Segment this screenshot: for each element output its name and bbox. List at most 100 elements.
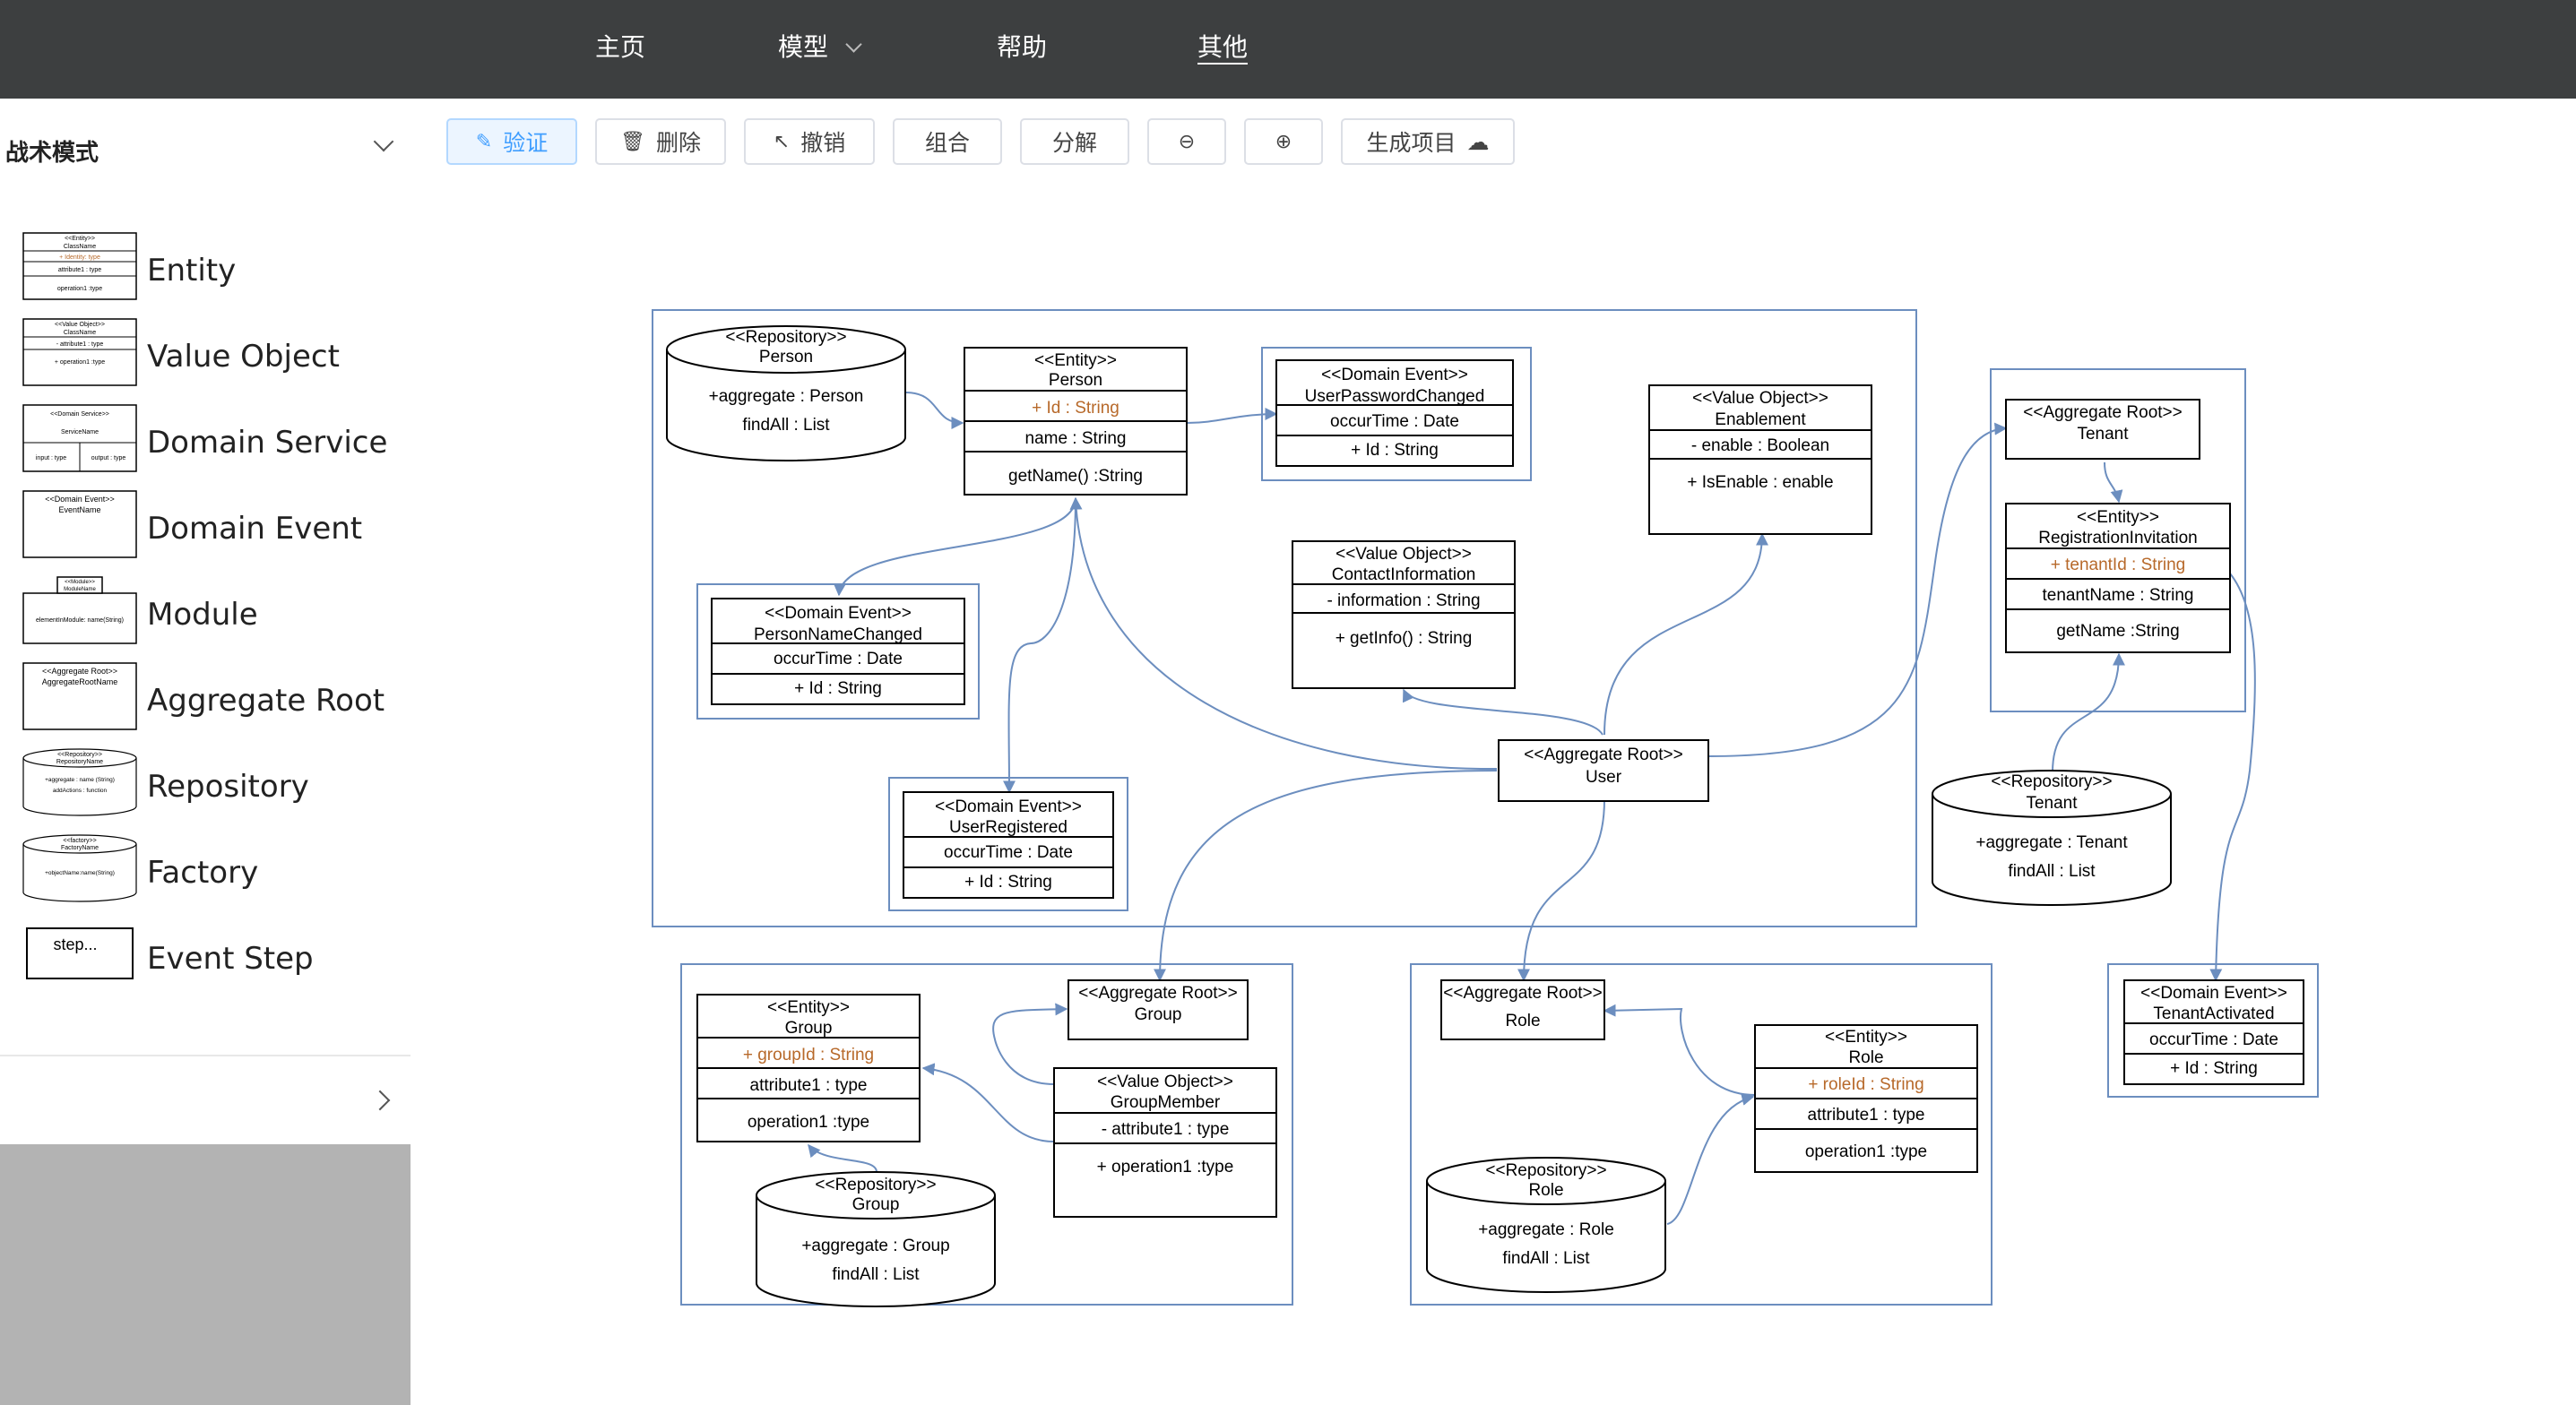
module-tenant-container[interactable]	[1990, 368, 2246, 712]
uml-text: Tenant	[2077, 425, 2129, 444]
repository-person[interactable]: <<Repository>> Person +aggregate : Perso…	[666, 325, 906, 461]
uml-text: Group	[852, 1195, 900, 1214]
ungroup-label: 分解	[1051, 130, 1097, 156]
entity-group[interactable]: <<Entity>> Group + groupId : String attr…	[696, 994, 921, 1142]
palette-item-domain-service[interactable]: <<Domain Service>> ServiceName input : t…	[22, 403, 398, 477]
uml-text: +aggregate : Person	[709, 387, 864, 406]
group-button[interactable]: 组合	[893, 118, 1002, 165]
cloud-upload-icon: ☁	[1466, 128, 1490, 155]
uml-text: occurTime : Date	[944, 843, 1073, 862]
generate-project-button[interactable]: 生成项目☁	[1341, 118, 1515, 165]
uml-text: Enablement	[1715, 410, 1806, 429]
undo-button[interactable]: ↖撤销	[744, 118, 875, 165]
uml-text: operation1 :type	[748, 1113, 869, 1132]
zoom-out-button[interactable]: ⊖	[1147, 118, 1226, 165]
nav-help[interactable]: 帮助	[997, 32, 1048, 62]
thumb-text: attribute1 : type	[58, 267, 101, 273]
module-user-container[interactable]	[652, 309, 1917, 927]
palette-item-factory[interactable]: <<factory>> FactoryName +objectName:name…	[22, 833, 398, 907]
group-label: 组合	[924, 130, 970, 156]
uml-text: + Id : String	[964, 873, 1052, 892]
nav-other[interactable]: 其他	[1197, 32, 1249, 62]
palette-section-title[interactable]: 战术模式	[5, 140, 99, 167]
ungroup-button[interactable]: 分解	[1020, 118, 1129, 165]
zoom-in-button[interactable]: ⊕	[1244, 118, 1323, 165]
thumb-text: step...	[53, 935, 97, 953]
palette-item-domain-event[interactable]: <<Domain Event>> EventName Domain Event	[22, 489, 398, 563]
uml-text: operation1 :type	[1805, 1142, 1927, 1161]
delete-button[interactable]: 🗑删除	[595, 118, 726, 165]
uml-text: <<Aggregate Root>>	[1524, 746, 1682, 764]
module-role-container[interactable]	[1410, 963, 1993, 1306]
uml-text: - enable : Boolean	[1691, 436, 1829, 455]
uml-text: + tenantId : String	[2051, 556, 2186, 574]
uml-text: <<Domain Event>>	[2140, 984, 2287, 1003]
thumb-text: <<factory>>	[63, 838, 96, 844]
nav-home[interactable]: 主页	[595, 32, 646, 62]
repository-tenant[interactable]: <<Repository>> Tenant +aggregate : Tenan…	[1932, 770, 2172, 906]
palette-item-entity[interactable]: <<Entity>> ClassName + Identity: type at…	[22, 231, 398, 305]
palette-sidebar: 战术模式 <<Entity>> ClassName + Identity: ty…	[0, 99, 411, 1405]
domain-event-user-password-changed[interactable]: <<Domain Event>> UserPasswordChanged occ…	[1275, 359, 1514, 467]
aggregate-root-group[interactable]: <<Aggregate Root>> Group	[1068, 979, 1249, 1040]
uml-text: +aggregate : Group	[801, 1237, 949, 1255]
sidebar-collapsed-panel	[0, 1144, 411, 1405]
palette-item-value-object[interactable]: <<Value Object>> ClassName - attribute1 …	[22, 317, 398, 391]
thumb-text: operation1 :type	[57, 286, 102, 292]
thumb-text: ClassName	[64, 244, 96, 250]
uml-text: tenantName : String	[2043, 586, 2194, 605]
palette-item-aggregate-root[interactable]: <<Aggregate Root>> AggregateRootName Agg…	[22, 661, 398, 735]
thumb-text: <<Aggregate Root>>	[42, 667, 117, 676]
connectors	[808, 392, 2256, 1225]
entity-person[interactable]: <<Entity>> Person + Id : String name : S…	[964, 347, 1188, 496]
validate-button[interactable]: ✎验证	[446, 118, 577, 165]
edit-icon: ✎	[475, 130, 493, 153]
zoom-out-icon: ⊖	[1178, 130, 1196, 153]
zoom-in-icon: ⊕	[1275, 130, 1292, 153]
palette-item-repository[interactable]: <<Repository>> RepositoryName +aggregate…	[22, 747, 398, 821]
uml-text: - attribute1 : type	[1102, 1120, 1230, 1139]
uml-text: Person	[759, 348, 813, 366]
value-object-contact-information[interactable]: <<Value Object>> ContactInformation - in…	[1292, 540, 1516, 689]
repository-group[interactable]: <<Repository>> Group +aggregate : Group …	[756, 1171, 996, 1307]
module-group-container[interactable]	[680, 963, 1293, 1306]
domain-event-tenant-activated[interactable]: <<Domain Event>> TenantActivated occurTi…	[2123, 979, 2304, 1085]
entity-role[interactable]: <<Entity>> Role + roleId : String attrib…	[1754, 1024, 1978, 1173]
thumb-text: - attribute1 : type	[56, 341, 104, 348]
repository-role[interactable]: <<Repository>> Role +aggregate : Role fi…	[1426, 1157, 1666, 1293]
aggregate-root-tenant[interactable]: <<Aggregate Root>> Tenant	[2005, 399, 2200, 460]
uml-text: + IsEnable : enable	[1687, 473, 1833, 492]
thumb-text: <<Repository>>	[57, 752, 102, 758]
palette-item-module[interactable]: <<Module>> ModuleName elementInModule: n…	[22, 575, 398, 649]
palette-item-event-step[interactable]: step... Event Step	[22, 919, 398, 993]
uml-text: <<Repository>>	[725, 328, 846, 347]
value-object-enablement[interactable]: <<Value Object>> Enablement - enable : B…	[1648, 384, 1872, 535]
thumb-text: +objectName:name(String)	[45, 870, 115, 876]
uml-text: RegistrationInvitation	[2038, 529, 2197, 547]
module-tenant-event-container[interactable]	[2107, 963, 2319, 1098]
aggregate-root-shape-icon: <<Aggregate Root>> AggregateRootName	[22, 662, 137, 730]
uml-text: name : String	[1025, 429, 1127, 448]
value-object-shape-icon: <<Value Object>> ClassName - attribute1 …	[22, 318, 137, 386]
delete-label: 删除	[655, 130, 701, 156]
palette-item-label: Repository	[147, 769, 309, 805]
palette-item-label: Event Step	[147, 941, 314, 977]
uml-text: occurTime : Date	[1330, 412, 1459, 431]
thumb-text: addActions : function	[53, 788, 108, 794]
domain-event-person-name-changed[interactable]: <<Domain Event>> PersonNameChanged occur…	[711, 598, 965, 705]
value-object-group-member[interactable]: <<Value Object>> GroupMember - attribute…	[1053, 1067, 1277, 1218]
uml-text: + Id : String	[2170, 1059, 2258, 1078]
uml-text: UserRegistered	[949, 818, 1068, 837]
uml-text: <<Domain Event>>	[1321, 366, 1468, 384]
thumb-text: +aggregate : name (String)	[45, 777, 115, 783]
entity-registration-invitation[interactable]: <<Entity>> RegistrationInvitation + tena…	[2005, 503, 2231, 653]
aggregate-root-user[interactable]: <<Aggregate Root>> User	[1498, 739, 1709, 802]
domain-event-user-registered[interactable]: <<Domain Event>> UserRegistered occurTim…	[903, 791, 1114, 899]
uml-text: <<Entity>>	[1034, 351, 1117, 370]
aggregate-root-role[interactable]: <<Aggregate Root>> Role	[1440, 979, 1605, 1040]
uml-text: findAll : List	[832, 1265, 920, 1284]
thumb-text: elementInModule: name(String)	[36, 617, 124, 624]
nav-model[interactable]: 模型	[778, 0, 862, 99]
uml-text: <<Repository>>	[1991, 772, 2112, 791]
